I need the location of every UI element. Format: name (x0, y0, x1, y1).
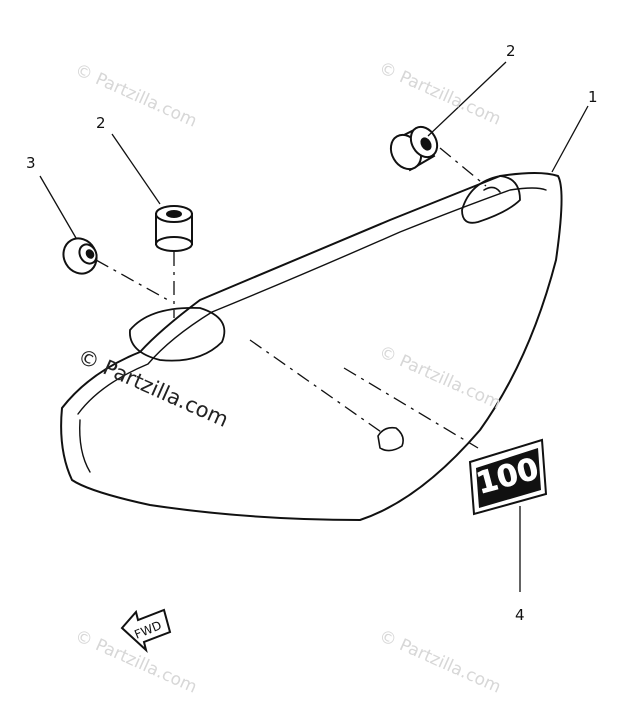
leader-lines (39, 61, 589, 592)
assembly-lines (95, 147, 487, 449)
callout-2-left: 2 (96, 114, 106, 132)
fwd-arrow: FWD (120, 608, 172, 653)
front-boss (129, 306, 226, 362)
callout-4: 4 (515, 606, 525, 624)
side-cover-outline (60, 172, 563, 521)
upper-tab (461, 175, 521, 224)
callout-2-right: 2 (506, 42, 516, 60)
grommet-small (62, 237, 98, 275)
emblem-decal: 100 (468, 438, 548, 516)
callout-3: 3 (26, 154, 36, 172)
side-cover-rim (77, 187, 547, 415)
mounting-pin (377, 426, 404, 452)
damper-lower (155, 205, 193, 252)
callout-1: 1 (588, 88, 598, 106)
